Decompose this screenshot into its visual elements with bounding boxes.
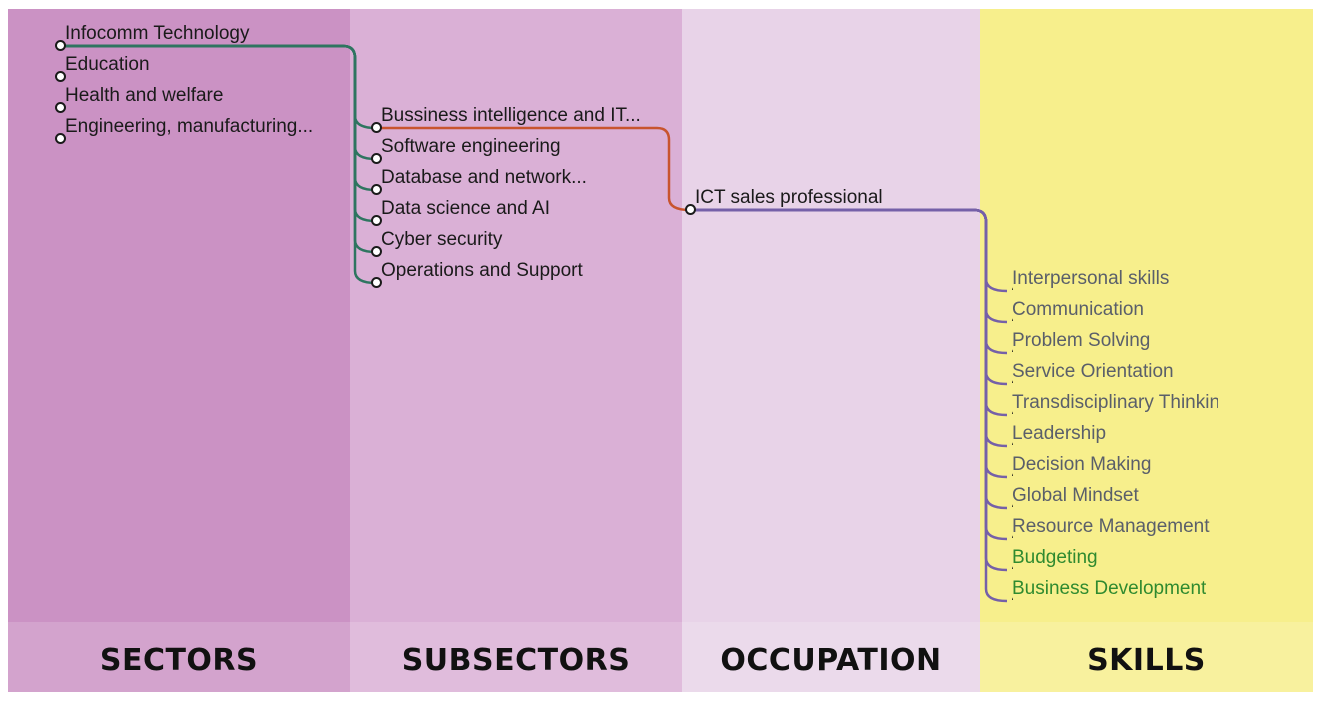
skills-footer bbox=[980, 622, 1313, 692]
subsector-node-label: Database and network... bbox=[381, 167, 587, 188]
occupation-skill-link bbox=[690, 208, 1008, 603]
occupation-skill-link bbox=[690, 208, 1008, 479]
skill-node[interactable]: Transdisciplinary Thinking bbox=[1012, 392, 1218, 414]
sectors-footer bbox=[8, 622, 350, 692]
subsectors-column: SUBSECTORS bbox=[350, 9, 682, 692]
node-dot-icon[interactable] bbox=[371, 153, 382, 164]
sector-node-label: Engineering, manufacturing... bbox=[65, 116, 314, 137]
skill-node-label: Decision Making bbox=[1012, 454, 1152, 475]
skill-node[interactable]: Problem Solving bbox=[1012, 330, 1150, 352]
subsector-node-label: Data science and AI bbox=[381, 198, 550, 219]
sectors-title: SECTORS bbox=[99, 643, 259, 678]
subsectors-footer bbox=[350, 622, 682, 692]
node-dot-icon[interactable] bbox=[371, 246, 382, 257]
sector-node-label: Infocomm Technology bbox=[65, 23, 250, 44]
subsector-node[interactable]: Software engineering bbox=[371, 136, 561, 164]
sectors-column: SECTORS bbox=[8, 9, 350, 692]
subsector-node-label: Bussiness intelligence and IT... bbox=[381, 105, 641, 126]
skill-node-label: Problem Solving bbox=[1012, 330, 1151, 351]
node-dot-icon[interactable] bbox=[55, 102, 66, 113]
subsectors-title: SUBSECTORS bbox=[401, 643, 631, 678]
skill-node-label: Global Mindset bbox=[1012, 485, 1139, 506]
skill-node-label: Communication bbox=[1012, 299, 1144, 320]
node-dot-icon[interactable] bbox=[55, 133, 66, 144]
skills-column: SKILLS bbox=[980, 9, 1313, 692]
occupation-title: OCCUPATION bbox=[720, 643, 942, 678]
node-dot-icon[interactable] bbox=[55, 71, 66, 82]
node-dot-icon[interactable] bbox=[371, 277, 382, 288]
node-dot-icon[interactable] bbox=[371, 184, 382, 195]
subsector-node[interactable]: Database and network... bbox=[371, 167, 587, 195]
skill-node[interactable]: Global Mindset bbox=[1012, 485, 1139, 507]
subsector-node-label: Operations and Support bbox=[381, 260, 583, 281]
skill-node-label: Business Development bbox=[1012, 578, 1207, 599]
sector-subsector-link bbox=[60, 44, 377, 285]
subsector-occupation-link bbox=[376, 126, 691, 212]
skill-node[interactable]: Resource Management bbox=[1012, 516, 1210, 538]
sector-node[interactable]: Engineering, manufacturing... bbox=[55, 116, 314, 144]
node-dot-icon[interactable] bbox=[55, 40, 66, 51]
skill-node[interactable]: Interpersonal skills bbox=[1012, 268, 1169, 290]
occupation-node-label: ICT sales professional bbox=[695, 187, 883, 208]
subsector-node[interactable]: Cyber security bbox=[371, 229, 503, 257]
node-dot-icon[interactable] bbox=[685, 204, 696, 215]
occupation-footer bbox=[682, 622, 980, 692]
skill-node-label: Service Orientation bbox=[1012, 361, 1174, 382]
sector-node-label: Health and welfare bbox=[65, 85, 224, 106]
occupation-node[interactable]: ICT sales professional bbox=[685, 187, 883, 215]
sector-node[interactable]: Infocomm Technology bbox=[55, 23, 250, 51]
occupation-skill-link bbox=[690, 208, 1008, 448]
subsector-node[interactable]: Operations and Support bbox=[371, 260, 583, 288]
subsector-node-label: Software engineering bbox=[381, 136, 561, 157]
subsector-node[interactable]: Bussiness intelligence and IT... bbox=[371, 105, 641, 133]
occupation-skill-link bbox=[690, 208, 1008, 541]
occupation-skill-link bbox=[690, 208, 1008, 417]
node-dot-icon[interactable] bbox=[371, 122, 382, 133]
skill-node-label: Budgeting bbox=[1012, 547, 1098, 568]
occupation-skill-link bbox=[690, 208, 1008, 386]
sector-node[interactable]: Health and welfare bbox=[55, 85, 224, 113]
skill-node-label: Interpersonal skills bbox=[1012, 268, 1170, 289]
sector-node[interactable]: Education bbox=[55, 54, 150, 82]
occupation-skill-link bbox=[690, 208, 1008, 293]
skill-node[interactable]: Budgeting bbox=[1012, 547, 1098, 569]
occupation-column: OCCUPATION bbox=[682, 9, 980, 692]
occupation-skill-link bbox=[690, 208, 1008, 324]
node-dot-icon[interactable] bbox=[371, 215, 382, 226]
skill-node-label: Transdisciplinary Thinking bbox=[1012, 392, 1218, 413]
occupation-skill-link bbox=[690, 208, 1008, 510]
sector-node-label: Education bbox=[65, 54, 150, 75]
subsector-node[interactable]: Data science and AI bbox=[371, 198, 550, 226]
sector-subsector-link bbox=[60, 44, 377, 254]
skill-node-label: Leadership bbox=[1012, 423, 1107, 444]
occupation-skill-link bbox=[690, 208, 1008, 355]
skill-node[interactable]: Leadership bbox=[1012, 423, 1106, 445]
skill-node-label: Resource Management bbox=[1012, 516, 1210, 537]
occupation-skill-link bbox=[690, 208, 1008, 572]
skills-title: SKILLS bbox=[1087, 643, 1206, 678]
skill-node[interactable]: Decision Making bbox=[1012, 454, 1151, 476]
skill-node[interactable]: Business Development bbox=[1012, 578, 1206, 600]
skill-node[interactable]: Service Orientation bbox=[1012, 361, 1174, 383]
skill-node[interactable]: Communication bbox=[1012, 299, 1144, 321]
subsector-node-label: Cyber security bbox=[381, 229, 503, 250]
